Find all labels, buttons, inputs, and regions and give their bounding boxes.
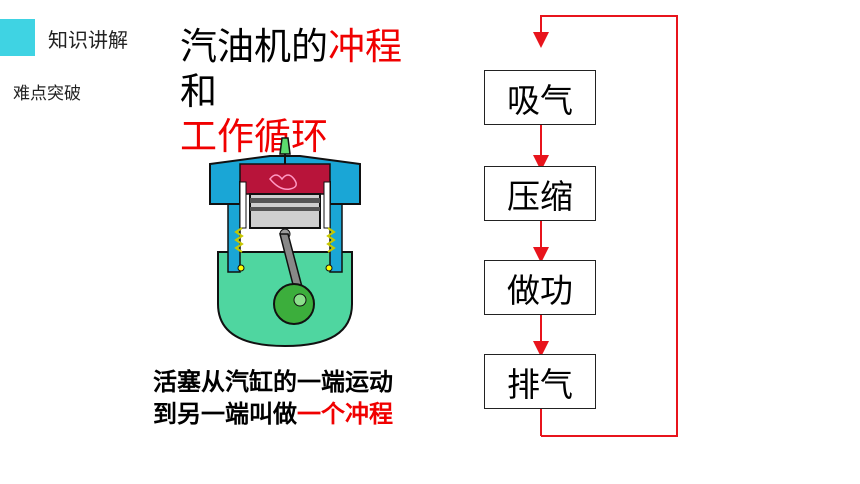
cycle-loop-line bbox=[533, 15, 678, 437]
caption-line-1: 活塞从汽缸的一端运动 bbox=[153, 368, 393, 396]
caption-text: 到另一端叫做 bbox=[153, 400, 297, 428]
stroke-box-exhaust: 排气 bbox=[484, 354, 596, 409]
accent-square bbox=[0, 19, 35, 56]
heading-text: 汽油机的 bbox=[180, 25, 328, 68]
slide-heading: 汽油机的冲程 和 工作循环 bbox=[180, 24, 402, 159]
sub-title: 难点突破 bbox=[13, 84, 81, 104]
caption-line-2: 到另一端叫做一个冲程 bbox=[153, 398, 393, 430]
stroke-box-intake: 吸气 bbox=[484, 70, 596, 125]
stroke-box-power: 做功 bbox=[484, 260, 596, 315]
caption-highlight: 一个冲程 bbox=[297, 400, 393, 428]
definition-caption: 活塞从汽缸的一端运动 到另一端叫做一个冲程 bbox=[153, 366, 393, 430]
section-title: 知识讲解 bbox=[48, 28, 128, 52]
heading-highlight-stroke: 冲程 bbox=[328, 25, 402, 68]
heading-highlight-cycle: 工作循环 bbox=[180, 115, 328, 158]
engine-cylinder-illustration bbox=[209, 137, 361, 348]
heading-line-1: 汽油机的冲程 bbox=[180, 24, 402, 69]
stroke-box-compression: 压缩 bbox=[484, 166, 596, 221]
heading-line-2: 和 bbox=[180, 70, 217, 113]
